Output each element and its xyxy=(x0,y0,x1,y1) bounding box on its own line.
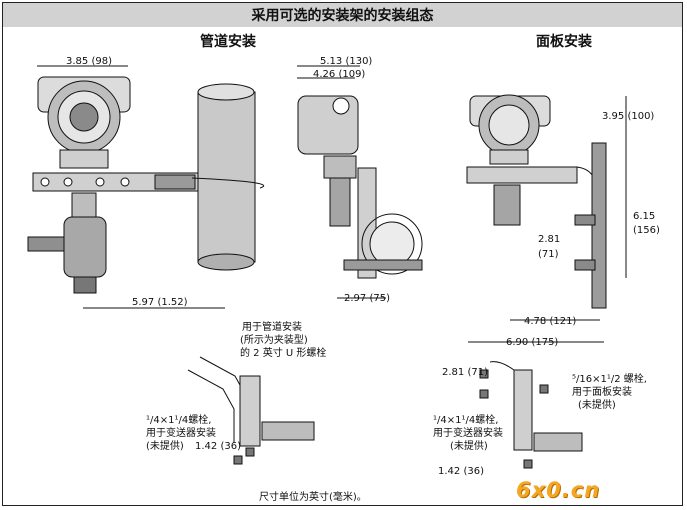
figure-title: 采用可选的安装架的安装组态 xyxy=(3,3,682,27)
figure-frame xyxy=(2,2,683,506)
panel-bracket xyxy=(466,142,607,309)
transmitter-front-left xyxy=(37,76,131,169)
dim-label-d1: 3.85 (98) xyxy=(66,56,112,67)
dim-label-d6: 2.81 xyxy=(538,234,560,245)
mounting-bracket-left xyxy=(32,172,199,192)
dim-label-d7: 5.97 (1.52) xyxy=(132,297,188,308)
watermark-logo: 6x0.cn xyxy=(516,478,601,502)
bracket-side-view xyxy=(343,167,423,279)
transmitter-panel-view xyxy=(469,94,551,165)
note-panel-bolt-line1: ⁵/16×1¹/2 螺栓, xyxy=(572,372,647,385)
dim-label-d13: 1.42 (36) xyxy=(438,466,484,477)
transmitter-side-view xyxy=(297,95,359,227)
dim-label-d10: 6.90 (175) xyxy=(506,337,558,348)
section-panel-mount: 面板安装 xyxy=(536,34,592,50)
note-ubolt-line1: 用于管道安装 xyxy=(242,320,302,333)
note-bolt-right-line2: 用于变送器安装 xyxy=(433,426,503,439)
dim-label-d9: 4.78 (121) xyxy=(524,316,576,327)
units-footnote: 尺寸单位为英寸(毫米)。 xyxy=(259,492,367,503)
note-ubolt-line2: (所示为夹装型) xyxy=(240,333,308,346)
dim-label-d3: 4.26 (109) xyxy=(313,69,365,80)
section-pipe-mount: 管道安装 xyxy=(200,34,256,50)
dim-label-d12: 1.42 (36) xyxy=(195,441,241,452)
note-bolt-left-line2: 用于变送器安装 xyxy=(146,426,216,439)
note-bolt-right-line3: (未提供) xyxy=(450,439,488,452)
note-bolt-left-line3: (未提供) xyxy=(146,439,184,452)
dim-label-d11: 2.81 (71) xyxy=(442,367,488,378)
note-ubolt-line3: 的 2 英寸 U 形螺栓 xyxy=(240,346,326,359)
dim-label-d5: 6.15 xyxy=(633,211,655,222)
note-panel-bolt-line2: 用于面板安装 xyxy=(572,385,632,398)
valve-manifold xyxy=(27,192,107,294)
pipe-vertical xyxy=(191,83,265,271)
dim-label-d4: 3.95 (100) xyxy=(602,111,654,122)
note-panel-bolt-line3: (未提供) xyxy=(578,398,616,411)
note-bolt-left-line1: ¹/4×1¹/4螺栓, xyxy=(146,413,211,426)
note-bolt-right-line1: ¹/4×1¹/4螺栓, xyxy=(433,413,498,426)
panel-kit-right xyxy=(479,361,583,469)
ubolt-kit-left xyxy=(187,356,315,465)
dim-label-d2: 5.13 (130) xyxy=(320,56,372,67)
dim-label-d6-mm: (71) xyxy=(538,249,559,260)
dim-label-d5-mm: (156) xyxy=(633,225,660,236)
dim-label-d8: 2.97 (75) xyxy=(344,293,390,304)
